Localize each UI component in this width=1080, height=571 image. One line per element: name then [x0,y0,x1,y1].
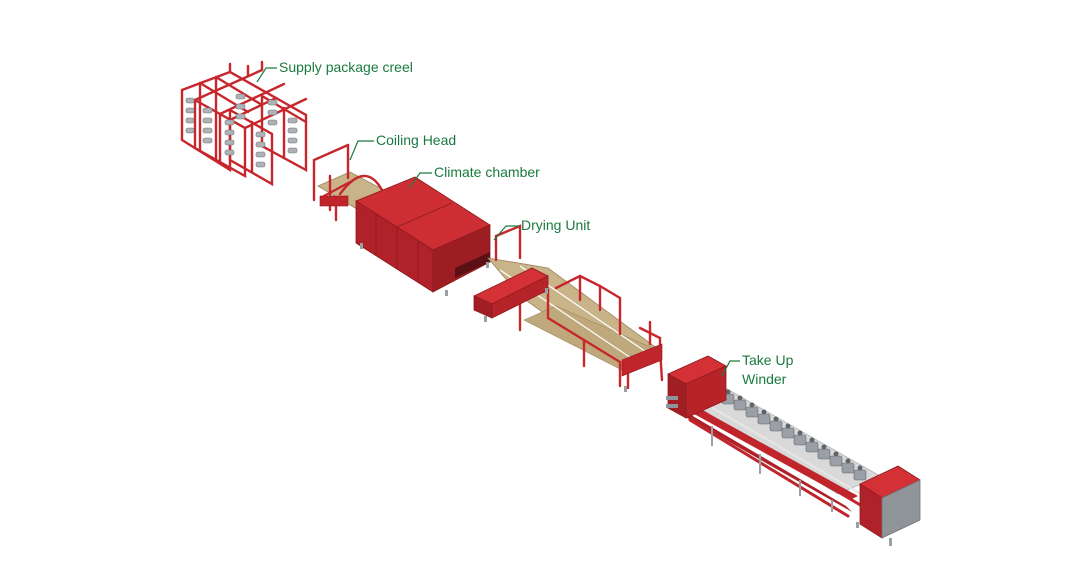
drying-unit-leader-line [493,225,519,241]
drying-unit-icon [473,224,664,392]
creel-leader-line [256,67,277,83]
climate-chamber-icon [355,176,491,296]
label-take-up-winder-line1: Take Up [742,352,794,368]
label-take-up-winder-line2: Winder [742,371,787,387]
label-drying-unit: Drying Unit [521,217,591,233]
leader-lines [256,67,740,377]
take-up-winder-leader-line [721,360,740,377]
climate-chamber-leader-line [408,172,432,189]
label-climate-chamber: Climate chamber [434,164,540,180]
label-supply-package-creel: Supply package creel [279,59,413,75]
take-up-winder-icon [666,355,921,546]
supply-package-creel-icon [180,60,308,187]
coiling-head-leader-line [349,140,374,161]
label-coiling-head: Coiling Head [376,132,457,148]
